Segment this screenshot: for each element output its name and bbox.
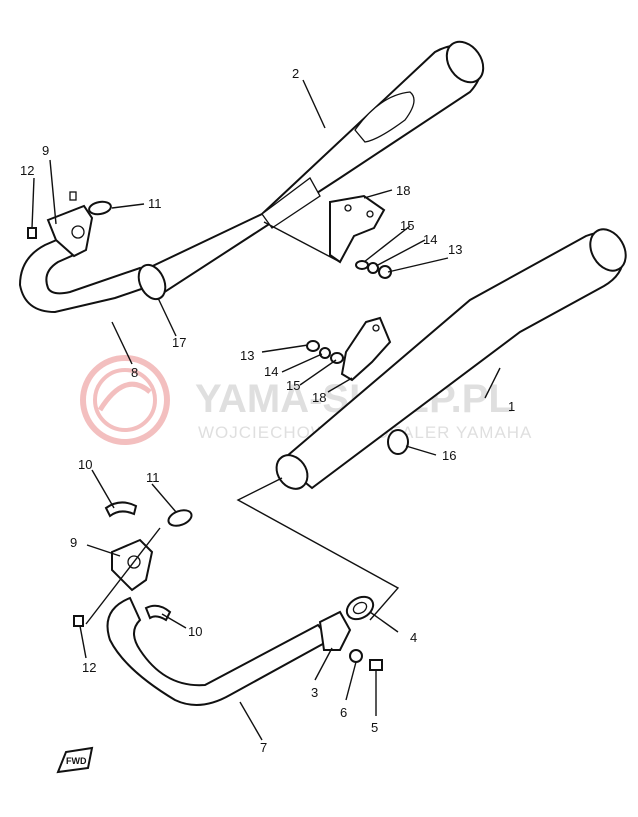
- callout-9-lower: 9: [70, 535, 77, 550]
- washer-nut-lower: [306, 340, 344, 364]
- callout-2: 2: [292, 66, 299, 81]
- callout-4: 4: [410, 630, 417, 645]
- bolt: [369, 659, 383, 671]
- fwd-label: FWD: [66, 756, 87, 766]
- callout-17: 17: [172, 335, 186, 350]
- callout-15-lower: 15: [286, 378, 300, 393]
- rubber-damper: [387, 429, 409, 455]
- washer-nut-upper: [355, 260, 392, 279]
- washer-6: [349, 649, 363, 663]
- callout-13-upper: 13: [448, 242, 462, 257]
- muffler-right: [275, 228, 627, 490]
- muffler-left: [138, 40, 485, 297]
- callout-14-lower: 14: [264, 364, 278, 379]
- callout-9-upper: 9: [42, 143, 49, 158]
- joint-clamp: [318, 610, 352, 651]
- connection-lines: [85, 221, 400, 625]
- callout-15-upper: 15: [400, 218, 414, 233]
- callout-13-lower: 13: [240, 348, 254, 363]
- callout-10-top: 10: [78, 457, 92, 472]
- callout-numbers: 2 1 3 4 5 6 7 8 9 9 10 10 11 11 12 12 13…: [20, 66, 515, 755]
- callout-16: 16: [442, 448, 456, 463]
- watermark-logo: [80, 355, 170, 445]
- callout-1: 1: [508, 399, 515, 414]
- callout-5: 5: [371, 720, 378, 735]
- callout-11-upper: 11: [148, 196, 162, 211]
- gasket-upper: [88, 200, 112, 216]
- callout-7: 7: [260, 740, 267, 755]
- fwd-arrow-icon: FWD: [56, 746, 94, 774]
- callout-14-upper: 14: [423, 232, 437, 247]
- callout-18-upper: 18: [396, 183, 410, 198]
- half-ring-bottom: [144, 604, 172, 622]
- callout-12-lower: 12: [82, 660, 96, 675]
- exhaust-pipe-right: [106, 596, 332, 706]
- flange-upper: [46, 204, 94, 258]
- callout-8: 8: [131, 365, 138, 380]
- bracket-upper: [329, 194, 386, 264]
- half-ring-top: [104, 501, 138, 518]
- callout-11-lower: 11: [146, 470, 160, 485]
- callout-18-lower: 18: [312, 390, 326, 405]
- callout-3: 3: [311, 685, 318, 700]
- bracket-lower: [340, 316, 392, 382]
- callout-12-upper: 12: [20, 163, 34, 178]
- stud-nut-lower: [73, 615, 84, 627]
- gasket-lower: [167, 509, 193, 527]
- clamp-left: [137, 263, 167, 301]
- gasket-ring: [345, 595, 375, 621]
- callout-6: 6: [340, 705, 347, 720]
- leader-lines: [31, 79, 501, 741]
- callout-10-bottom: 10: [188, 624, 202, 639]
